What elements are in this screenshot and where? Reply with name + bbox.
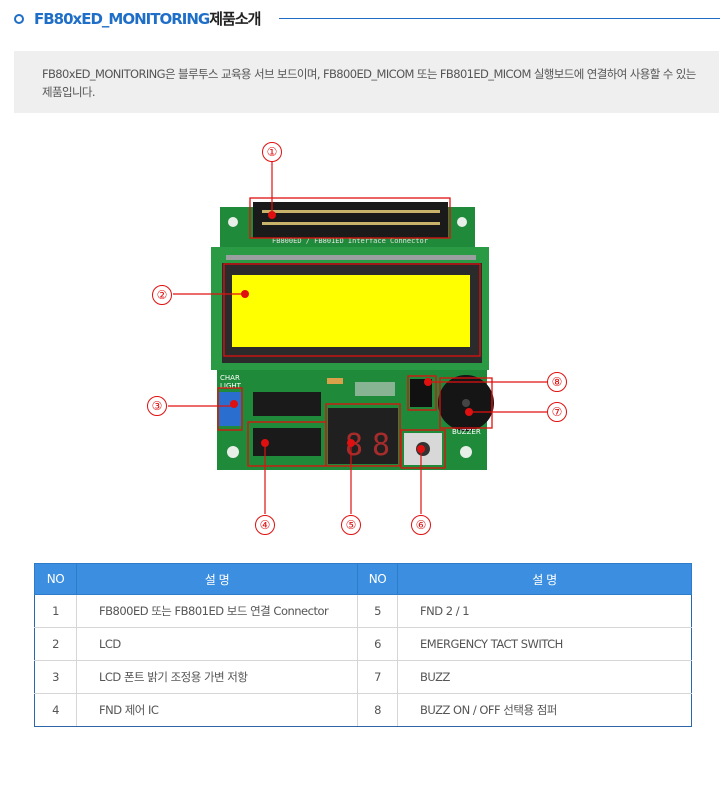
- row-desc-left: LCD: [76, 627, 358, 661]
- header-no-2: NO: [357, 563, 398, 595]
- row-no-right: 8: [357, 693, 398, 727]
- svg-text:8: 8: [372, 428, 390, 463]
- table-header-row: NO 설 명 NO 설 명: [34, 563, 692, 595]
- row-desc-right: BUZZ ON / OFF 선택용 점퍼: [397, 693, 692, 727]
- section-header: FB80xED_MONITORING제품소개: [14, 8, 720, 30]
- row-no-right: 5: [357, 594, 398, 628]
- callout-1: ①: [262, 142, 282, 162]
- spec-table: NO 설 명 NO 설 명 1 FB800ED 또는 FB801ED 보드 연결…: [34, 563, 692, 727]
- row-no-right: 7: [357, 660, 398, 694]
- table-row: 2 LCD 6 EMERGENCY TACT SWITCH: [34, 627, 692, 661]
- silkscreen-text: FB800ED / FB801ED Interface Connector: [272, 237, 428, 245]
- row-no-right: 6: [357, 627, 398, 661]
- callout-3: ③: [147, 396, 167, 416]
- header-desc-2: 설 명: [397, 563, 692, 595]
- board-figure: FB800ED / FB801ED Interface Connector CH…: [0, 130, 725, 550]
- row-desc-right: FND 2 / 1: [397, 594, 692, 628]
- buzz-jumper: [410, 379, 432, 407]
- connector-header: [253, 202, 448, 238]
- table-row: 4 FND 제어 IC 8 BUZZ ON / OFF 선택용 점퍼: [34, 693, 692, 727]
- row-desc-left: LCD 폰트 밝기 조정용 가변 저항: [76, 660, 358, 694]
- callout-4: ④: [255, 515, 275, 535]
- row-no-left: 2: [34, 627, 77, 661]
- description-box: FB80xED_MONITORING은 블루투스 교육용 서브 보드이며, FB…: [14, 51, 719, 113]
- fnd-display: [328, 408, 398, 464]
- bullet-icon: [14, 14, 24, 24]
- callout-7: ⑦: [547, 402, 567, 422]
- row-no-left: 4: [34, 693, 77, 727]
- ic-top: [253, 392, 321, 416]
- row-desc-right: BUZZ: [397, 660, 692, 694]
- char-light-label: CHAR: [220, 374, 240, 382]
- row-desc-right: EMERGENCY TACT SWITCH: [397, 627, 692, 661]
- header-no-1: NO: [34, 563, 77, 595]
- callout-6: ⑥: [411, 515, 431, 535]
- page-title: FB80xED_MONITORING제품소개: [34, 8, 261, 29]
- header-desc-1: 설 명: [76, 563, 358, 595]
- row-no-left: 1: [34, 594, 77, 628]
- table-row: 3 LCD 폰트 밝기 조정용 가변 저항 7 BUZZ: [34, 660, 692, 694]
- buzzer-label: BUZZER: [452, 428, 481, 436]
- row-desc-left: FND 제어 IC: [76, 693, 358, 727]
- title-suffix: 제품소개: [209, 10, 261, 28]
- header-divider: [279, 18, 720, 19]
- variable-resistor: [219, 392, 241, 426]
- lcd-screen: [232, 275, 470, 347]
- board-illustration: FB800ED / FB801ED Interface Connector CH…: [168, 161, 547, 514]
- row-no-left: 3: [34, 660, 77, 694]
- description-text: FB80xED_MONITORING은 블루투스 교육용 서브 보드이며, FB…: [42, 67, 696, 99]
- row-desc-left: FB800ED 또는 FB801ED 보드 연결 Connector: [76, 594, 358, 628]
- callout-5: ⑤: [341, 515, 361, 535]
- callout-8: ⑧: [547, 372, 567, 392]
- callout-2: ②: [152, 285, 172, 305]
- table-row: 1 FB800ED 또는 FB801ED 보드 연결 Connector 5 F…: [34, 594, 692, 628]
- title-product: FB80xED_MONITORING: [34, 10, 210, 28]
- svg-text:LIGHT: LIGHT: [220, 382, 242, 390]
